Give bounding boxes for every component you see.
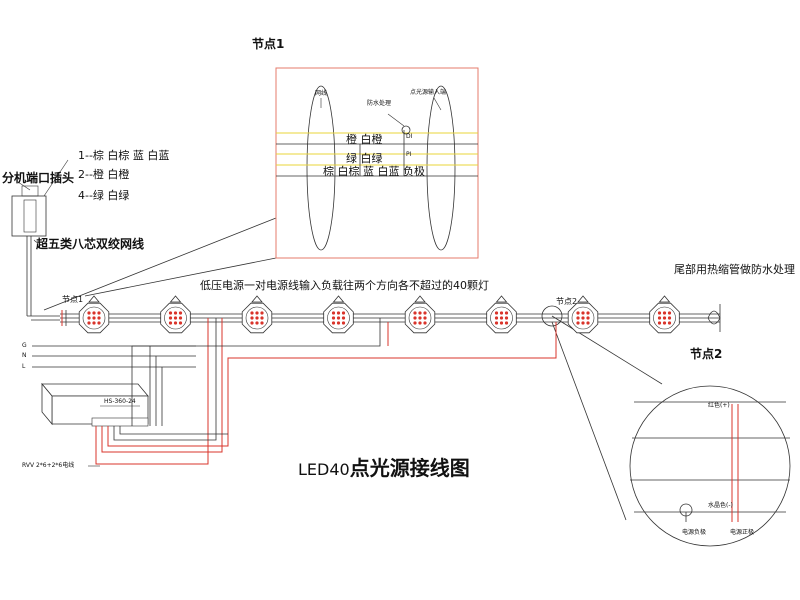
network-cable bbox=[11, 159, 69, 321]
mid-note: 低压电源一对电源线输入负载往两个方向各不超过的40颗灯 bbox=[200, 279, 489, 292]
node1-waterproof-label: 防水处理 bbox=[367, 100, 392, 107]
power-feed bbox=[32, 318, 557, 467]
node2-red-label: 红色(+) bbox=[708, 402, 730, 409]
connector-label: 分机端口插头 bbox=[2, 171, 75, 185]
node1-detail bbox=[43, 67, 479, 311]
pinout-line-1: 1--棕 白棕 蓝 白蓝 bbox=[78, 149, 170, 162]
mains-l-label: L bbox=[22, 363, 26, 370]
psu-model-label: HS-360-24 bbox=[104, 398, 136, 405]
node1-di-label: DI bbox=[406, 133, 413, 140]
mains-n-label: N bbox=[22, 352, 27, 359]
diagram-title: LED40点光源接线图 bbox=[298, 458, 470, 478]
node2-small-label: 节点2 bbox=[556, 297, 578, 306]
led-lamp bbox=[567, 295, 599, 334]
led-string bbox=[60, 295, 721, 334]
cable-label: 超五类八芯双绞网线 bbox=[36, 237, 145, 251]
mains-g-label: G bbox=[22, 342, 27, 349]
led-lamp bbox=[323, 295, 354, 334]
node1-row-green: 绿 白绿 bbox=[346, 152, 383, 165]
led-lamp bbox=[160, 295, 191, 334]
pinout-line-3: 4--绿 白绿 bbox=[78, 189, 130, 202]
node2-crystal-label: 水晶色(-) bbox=[708, 502, 733, 509]
diagram-title-main: 点光源接线图 bbox=[349, 456, 470, 480]
cable-spec-label: RVV 2*6+2*6电线 bbox=[22, 462, 75, 469]
led-lamp bbox=[78, 295, 110, 334]
node1-small-label: 节点1 bbox=[62, 295, 84, 304]
node2-detail bbox=[551, 315, 791, 547]
diagram-title-prefix: LED40 bbox=[298, 460, 350, 479]
led-lamp bbox=[404, 295, 436, 334]
node2-pos-label: 电源正极 bbox=[730, 529, 755, 536]
node1-label: 节点1 bbox=[252, 37, 285, 51]
led-lamp bbox=[241, 295, 273, 334]
node1-net-line-label: 网线 bbox=[315, 90, 328, 97]
pinout-line-2: 2--橙 白橙 bbox=[78, 168, 130, 181]
node2-neg-label: 电源负极 bbox=[682, 529, 707, 536]
node1-row-orange: 橙 白橙 bbox=[346, 133, 383, 146]
led-lamp bbox=[486, 295, 517, 334]
node2-label: 节点2 bbox=[690, 347, 723, 361]
led-lamp bbox=[649, 295, 680, 334]
node1-input-end-label: 点光源输入端 bbox=[410, 89, 447, 96]
node1-row-brown-blue: 棕 白棕 蓝 白蓝 负极 bbox=[323, 165, 425, 178]
node1-pi-label: PI bbox=[406, 151, 412, 158]
tail-note: 尾部用热缩管做防水处理 bbox=[674, 263, 795, 276]
